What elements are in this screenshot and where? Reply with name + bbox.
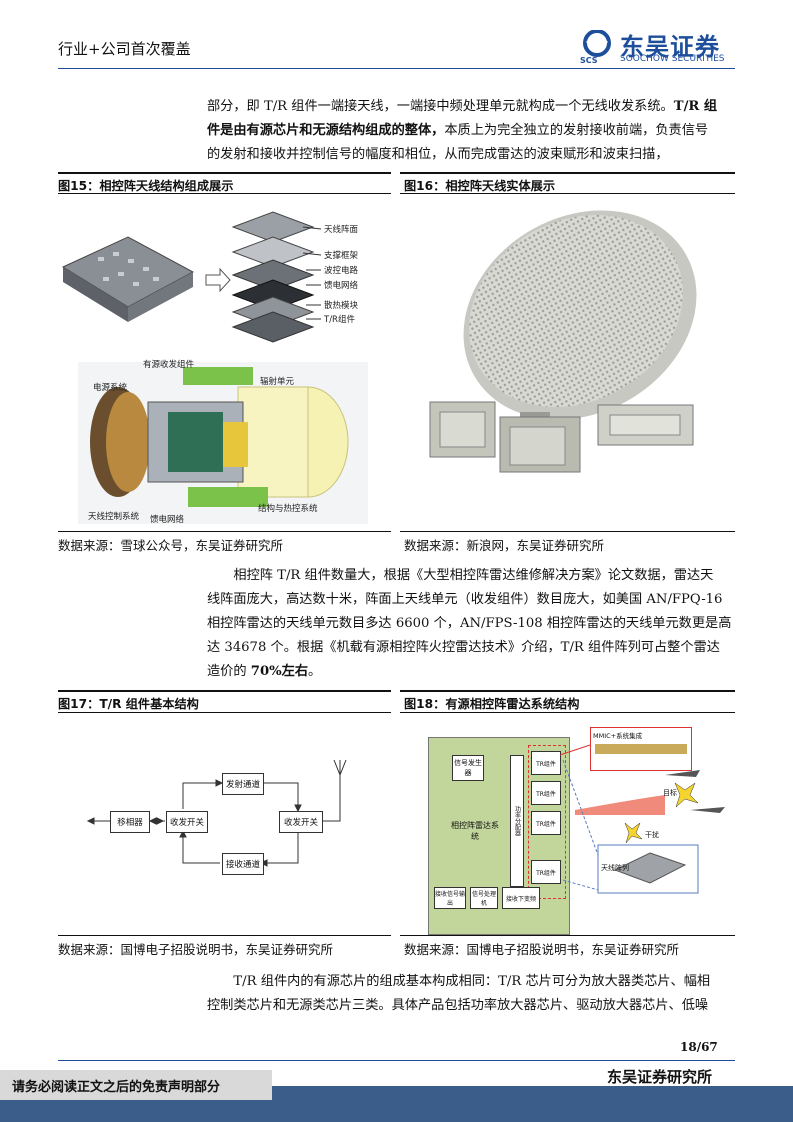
aircraft-2-icon — [690, 807, 725, 813]
signal-processor-block: 信号处理机 — [470, 887, 498, 909]
tr-switch-left-block: 收发开关 — [166, 811, 208, 833]
tr-module-1: TR组件 — [531, 751, 561, 775]
logo-abbr: SCS — [580, 56, 598, 65]
tx-channel-block: 发射通道 — [222, 773, 264, 795]
footer-band-upper — [272, 1086, 793, 1100]
fig17-bottom-rule — [58, 935, 391, 936]
phase-shifter-block: 移相器 — [110, 811, 150, 833]
disclaimer-bar: 请务必阅读正文之后的免责声明部分 — [0, 1070, 272, 1100]
fig17-title: 图17：T/R 组件基本结构 — [58, 697, 199, 711]
label-antenna-control: 天线控制系统 — [88, 511, 140, 522]
report-category: 行业+公司首次覆盖 — [58, 40, 191, 58]
fig17-title-rule — [58, 712, 391, 713]
company-logo: SCS 东吴证券 SOOCHOW SECURITIES — [580, 30, 740, 66]
fig15-top-rule — [58, 172, 391, 174]
target-label: 目标 — [663, 789, 677, 797]
label-beam-control: 波控电路 — [324, 265, 359, 276]
target-burst-icon — [674, 782, 699, 808]
tr-module-4: TR组件 — [531, 860, 561, 884]
fig18-source: 数据来源：国博电子招股说明书，东吴证券研究所 — [404, 942, 680, 957]
paragraph-3: T/R 组件内的有源芯片的组成基本构成相同：T/R 芯片可分为放大器类芯片、幅相… — [207, 974, 711, 1013]
tr-group-outline — [528, 745, 566, 899]
fig18-top-rule — [400, 690, 735, 692]
fig15-source: 数据来源：雪球公众号，东吴证券研究所 — [58, 538, 284, 553]
phased-array-disc — [469, 215, 683, 407]
mmic-chip-strip — [595, 744, 687, 754]
paragraph-1: 部分，即 T/R 组件一端接天线，一端接中频处理单元就构成一个无线收发系统。T/… — [207, 99, 718, 162]
jam-burst-icon — [624, 822, 643, 844]
label-power: 电源系统 — [93, 382, 128, 393]
rx-output-block: 接收信号输出 — [434, 887, 466, 909]
fig15-bottom-rule — [58, 531, 391, 532]
label-feed-network: 馈电网络 — [324, 280, 359, 291]
fig15-title: 图15：相控阵天线结构组成展示 — [58, 179, 234, 193]
fig18-title: 图18：有源相控阵雷达系统结构 — [404, 697, 580, 711]
label-radiator: 辐射单元 — [260, 376, 295, 387]
tr-module-2: TR组件 — [531, 781, 561, 805]
mmic-inset: MMIC+系统集成 — [590, 727, 692, 771]
aircraft-1-icon — [665, 770, 700, 777]
jam-label: 干扰 — [645, 831, 659, 839]
footer-org: 东吴证券研究所 — [607, 1068, 713, 1086]
fig18-bottom-rule — [400, 935, 735, 936]
logo-en: SOOCHOW SECURITIES — [620, 54, 725, 64]
fig15-title-rule — [58, 193, 391, 194]
fig17-top-rule — [58, 690, 391, 692]
logo-cn: 东吴证券 — [620, 33, 720, 61]
rx-channel-block: 接收通道 — [222, 853, 264, 875]
antenna-array-label: 天线阵列 — [601, 864, 629, 872]
label-antenna-face: 天线阵面 — [324, 224, 359, 235]
fig16-title: 图16：相控阵天线实体展示 — [404, 179, 556, 193]
exploded-layers-illustration — [231, 211, 315, 343]
fig16-top-rule — [400, 172, 735, 174]
cylinder-assembly-illustration — [78, 362, 368, 524]
label-active-tr: 有源收发组件 — [143, 359, 195, 370]
label-cooling: 散热模块 — [324, 300, 359, 311]
paragraph-2: 相控阵 T/R 组件数量大，根据《大型相控阵雷达维修解决方案》论文数据，雷达天 … — [207, 568, 732, 679]
signal-generator-block: 信号发生器 — [452, 755, 484, 781]
fig18-title-rule — [400, 712, 735, 713]
equipment-cabinets — [429, 401, 694, 473]
label-tr-module: T/R组件 — [323, 314, 355, 325]
fig18-diagram: 信号发生器 相控阵雷达系统 功率分配器 TR组件 TR组件 TR组件 TR组件 … — [400, 715, 735, 935]
footer-divider — [58, 1060, 735, 1061]
fig16-image — [400, 197, 735, 530]
header-divider — [58, 68, 735, 69]
fig16-source: 数据来源：新浪网，东吴证券研究所 — [404, 538, 605, 553]
downconverter-block: 接收下变频 — [502, 887, 540, 909]
page-number: 18/67 — [680, 1040, 718, 1054]
logo-swirl-icon — [583, 30, 611, 57]
fig16-bottom-rule — [400, 531, 735, 532]
beam-shape — [575, 795, 665, 815]
antenna-array-illustration — [61, 236, 195, 322]
system-label: 相控阵雷达系统 — [451, 821, 499, 841]
fig17-diagram: 移相器 收发开关 发射通道 接收通道 收发开关 — [58, 715, 391, 933]
disclaimer-text: 请务必阅读正文之后的免责声明部分 — [12, 1080, 221, 1095]
label-support-frame: 支撑框架 — [324, 250, 359, 261]
tr-module-3: TR组件 — [531, 811, 561, 835]
label-feed-network-2: 馈电网络 — [150, 514, 185, 525]
tr-switch-right-block: 收发开关 — [279, 811, 323, 833]
fig15-image: 天线阵面 支撑框架 波控电路 馈电网络 散热模块 T/R组件 有源收发组件 电源… — [58, 197, 391, 530]
footer-band — [0, 1100, 793, 1122]
power-divider-block: 功率分配器 — [510, 755, 524, 887]
fig17-source: 数据来源：国博电子招股说明书，东吴证券研究所 — [58, 942, 334, 957]
fig16-title-rule — [400, 193, 735, 194]
label-structure-thermal: 结构与热控系统 — [258, 503, 318, 514]
mmic-label: MMIC+系统集成 — [593, 732, 643, 740]
